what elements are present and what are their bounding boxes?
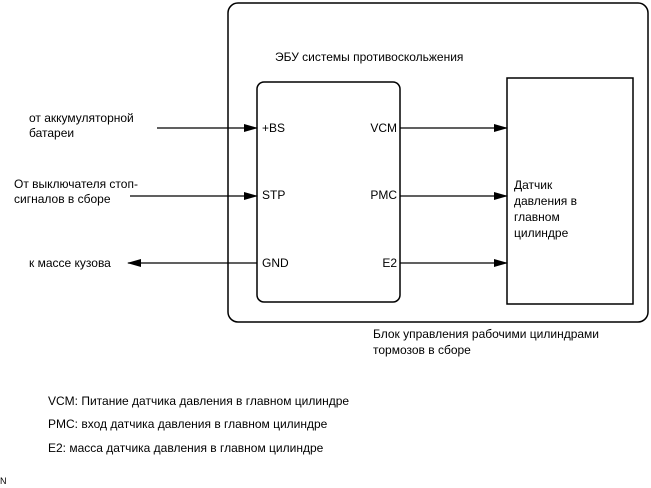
pin-pmc-label: PMC <box>370 188 397 202</box>
legend-item-vcm: VCM: Питание датчика давления в главном … <box>48 394 350 408</box>
ground-label: к массе кузова <box>29 256 111 270</box>
battery-label-line1: от аккумуляторной <box>29 111 134 125</box>
legend-item-pmc: PMC: вход датчика давления в главном цил… <box>48 417 328 431</box>
ecu-title: ЭБУ системы противоскольжения <box>275 50 464 64</box>
stop-label-line2: сигналов в сборе <box>14 192 111 206</box>
sensor-label-line1: Датчик <box>514 178 553 192</box>
pin-vcm-label: VCM <box>370 121 397 135</box>
assembly-outline <box>227 2 649 323</box>
assembly-caption-line2: тормозов в сборе <box>373 343 471 357</box>
assembly-caption-line1: Блок управления рабочими цилиндрами <box>373 327 600 341</box>
stop-label-line1: От выключателя стоп- <box>14 177 138 191</box>
battery-label-line2: батареи <box>29 126 75 140</box>
sensor-box <box>506 77 634 305</box>
pin-stp-label: STP <box>262 188 286 202</box>
corner-mark: N <box>0 476 7 486</box>
legend-item-e2: E2: масса датчика давления в главном цил… <box>48 441 324 455</box>
sensor-label-line4: цилиндре <box>514 226 569 240</box>
pin-e2-label: E2 <box>382 256 397 270</box>
pin-bs-label: +BS <box>262 121 286 135</box>
sensor-label-line2: давления в <box>514 194 577 208</box>
sensor-label-line3: главном <box>514 210 560 224</box>
pin-gnd-label: GND <box>262 256 289 270</box>
